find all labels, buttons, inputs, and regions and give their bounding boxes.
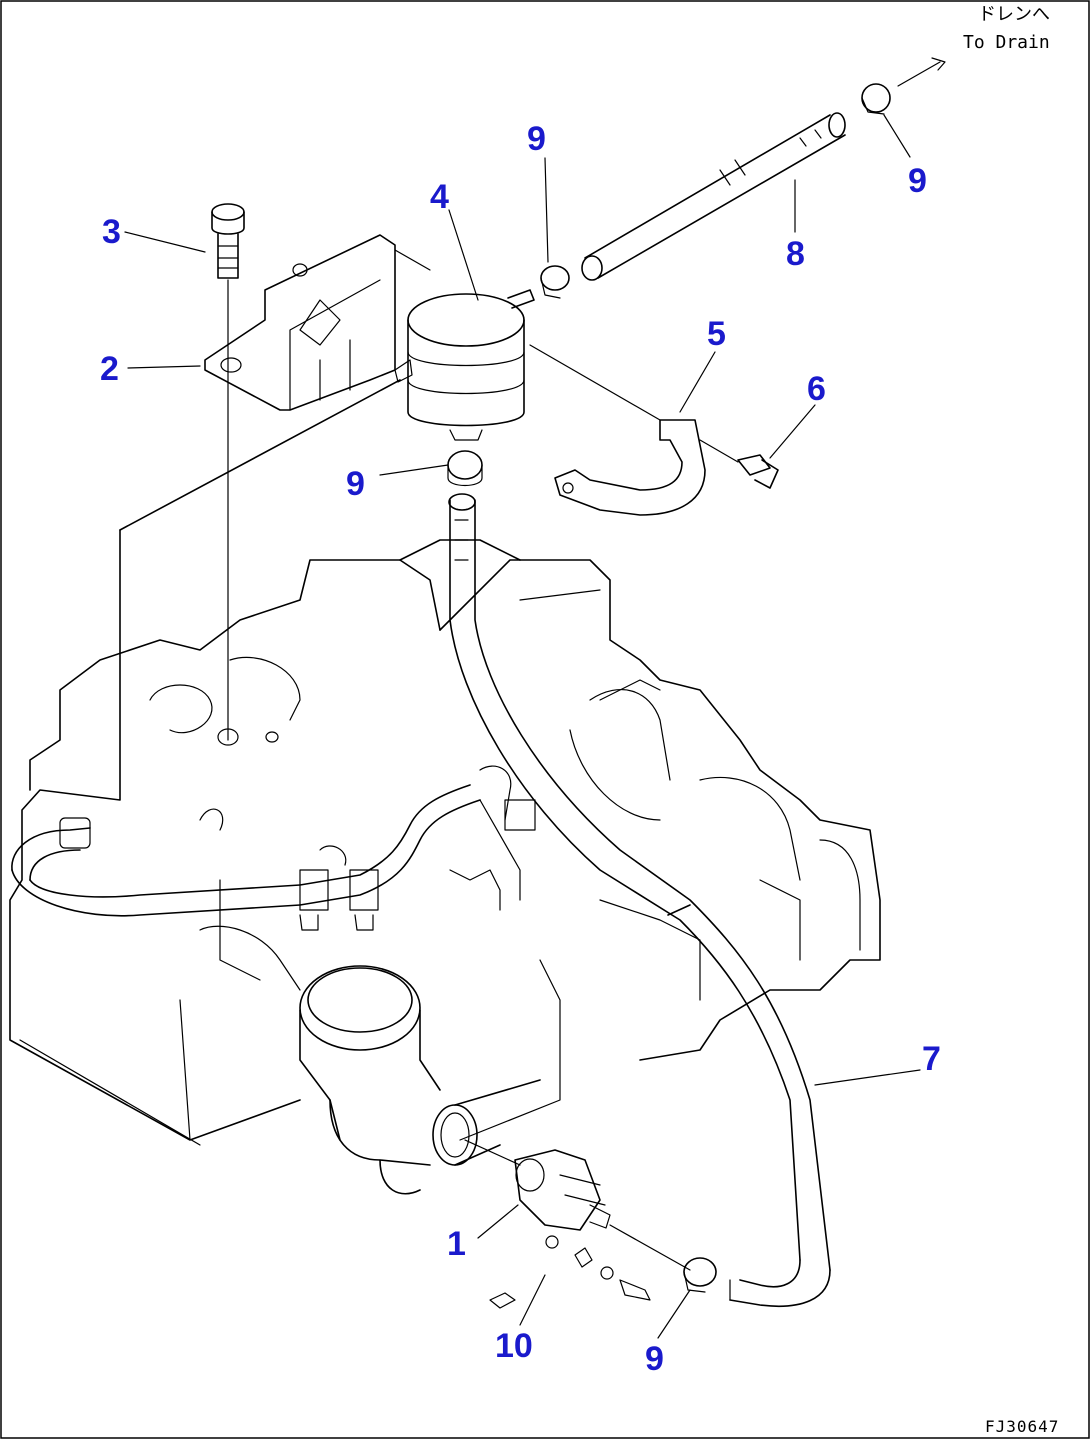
callout-7: 7 — [922, 1040, 941, 1078]
part-small-screws — [489, 1247, 651, 1309]
callout-4: 4 — [430, 178, 449, 216]
part-hose-7 — [448, 493, 831, 1308]
callout-1: 1 — [447, 1225, 466, 1263]
callout-8: 8 — [786, 235, 805, 273]
callout-numbers: 3 2 4 9 9 8 5 6 9 7 1 10 9 — [100, 120, 941, 1378]
part-filter-4 — [394, 289, 535, 441]
engine-block — [9, 379, 881, 1146]
callout-9-drain: 9 — [908, 162, 927, 200]
strainer-body — [299, 965, 541, 1195]
callout-5: 5 — [707, 315, 726, 353]
callout-6: 6 — [807, 370, 826, 408]
leader-lines — [124, 114, 921, 1339]
callout-2: 2 — [100, 350, 119, 388]
wire-harness — [11, 679, 671, 931]
part-bolt-3 — [211, 203, 245, 741]
drain-note-english: To Drain — [963, 32, 1050, 53]
callout-9-top: 9 — [527, 120, 546, 158]
part-hose-8 — [581, 57, 946, 281]
part-strap-5 — [529, 344, 706, 516]
part-bolt-6 — [699, 439, 779, 489]
part-clamps-9 — [447, 83, 891, 1293]
callout-9-filter: 9 — [346, 465, 365, 503]
part-sensor — [464, 1139, 691, 1271]
drain-note-japanese: ドレンへ — [978, 4, 1050, 25]
callout-9-bottom: 9 — [645, 1340, 664, 1378]
drawing-code: FJ30647 — [985, 1417, 1059, 1436]
drain-note: ドレンへ To Drain — [963, 4, 1050, 53]
callout-3: 3 — [102, 213, 121, 251]
part-bracket-2 — [204, 234, 431, 411]
callout-10: 10 — [495, 1327, 533, 1365]
